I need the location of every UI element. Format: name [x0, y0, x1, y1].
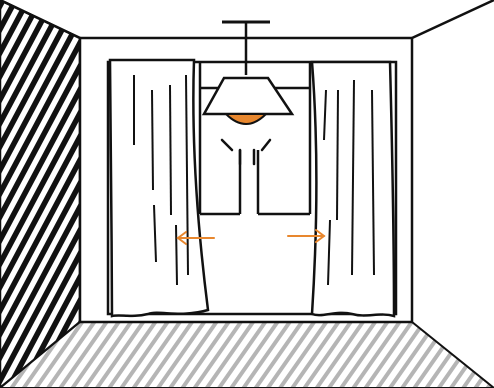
curtain-icon — [110, 60, 208, 316]
curtain-left — [110, 60, 208, 316]
left-wall — [0, 0, 80, 388]
floor — [0, 322, 494, 388]
curtain-right — [312, 62, 394, 316]
ceiling-edge-right — [412, 0, 494, 38]
